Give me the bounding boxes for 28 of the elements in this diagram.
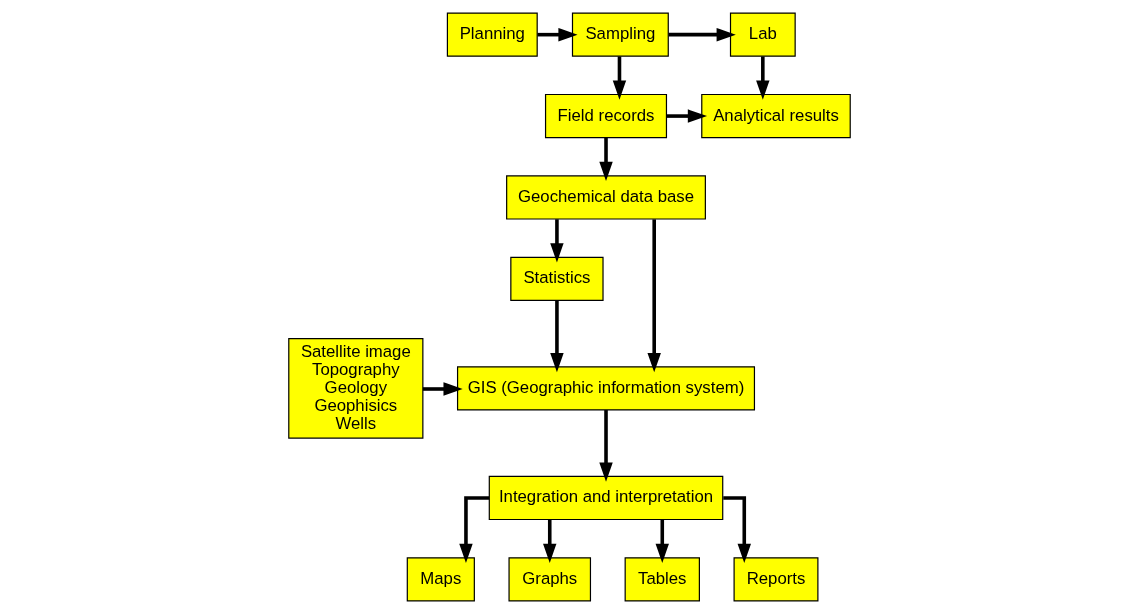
arrow [598,410,613,482]
node-box: Tables [624,557,700,602]
node-box: Geochemical data base [505,175,706,220]
node-box: Satellite image Topography Geology Geophisics Wells [287,338,423,439]
arrow [668,27,736,42]
node-box: Statistics [509,256,604,302]
arrow [542,519,556,563]
arrow [755,56,770,100]
node-box: Graphs [507,557,591,602]
arrow [646,219,661,373]
arrow [655,519,669,563]
node-box: Lab [729,12,796,57]
arrow [549,219,564,263]
node-box: Integration and interpretation [488,475,723,521]
arrow [612,56,626,100]
arrow [422,382,463,396]
node-box: GIS (Geographic information system) [456,366,755,411]
node-box: Planning [446,12,538,57]
node-box: Analytical results [700,93,851,139]
node-box: Sampling [571,12,669,57]
arrow [549,300,564,373]
arrow [666,109,707,123]
arrow [536,27,578,42]
node-box: Maps [406,557,475,602]
node-box: Reports [733,557,818,602]
node-box: Field records [544,93,667,139]
arrow [598,137,613,182]
arrow [458,496,489,563]
